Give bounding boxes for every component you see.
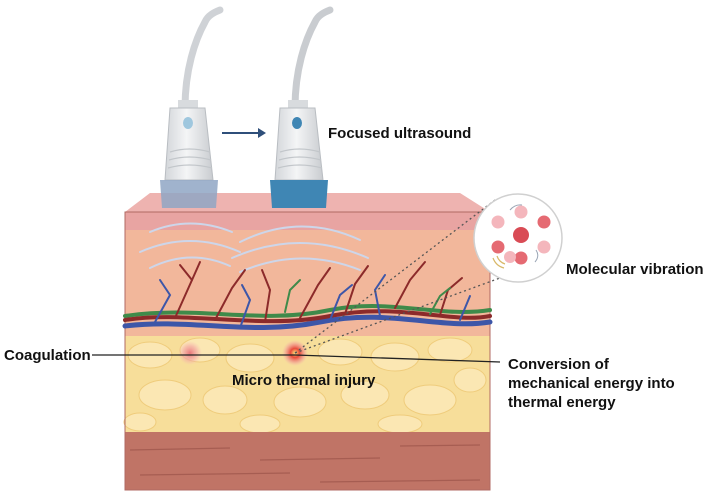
micro-thermal-injury-label: Micro thermal injury <box>232 372 376 389</box>
focused-ultrasound-label: Focused ultrasound <box>328 125 472 142</box>
fat-lobules <box>123 337 487 434</box>
transducer-icon <box>160 6 224 208</box>
arrow-right-icon <box>222 128 266 138</box>
conversion-line <box>294 354 501 363</box>
transducer-icon-active <box>270 6 334 208</box>
skin-block <box>123 193 491 491</box>
conversion-label: Conversion of mechanical energy into the… <box>508 355 675 412</box>
ultrasound-waves <box>139 222 369 273</box>
coagulation-label: Coagulation <box>4 347 91 364</box>
vessel-green <box>123 304 492 318</box>
molecular-vibration-label: Molecular vibration <box>566 261 704 278</box>
epidermis-layer <box>125 212 490 230</box>
muscle-layer <box>125 432 490 490</box>
coagulation-spot <box>178 341 202 365</box>
vessel-red-main <box>123 309 492 324</box>
conversion-line-3: thermal energy <box>508 394 616 411</box>
blood-vessels <box>122 261 493 330</box>
molecule-circle-icon <box>294 193 563 354</box>
muscle-fibers <box>129 444 481 483</box>
vessel-blue-main <box>122 314 493 330</box>
conversion-line-2: mechanical energy into <box>508 375 675 392</box>
indicator-light <box>292 117 302 129</box>
conversion-line-1: Conversion of <box>508 356 609 373</box>
indicator-light <box>183 117 193 129</box>
